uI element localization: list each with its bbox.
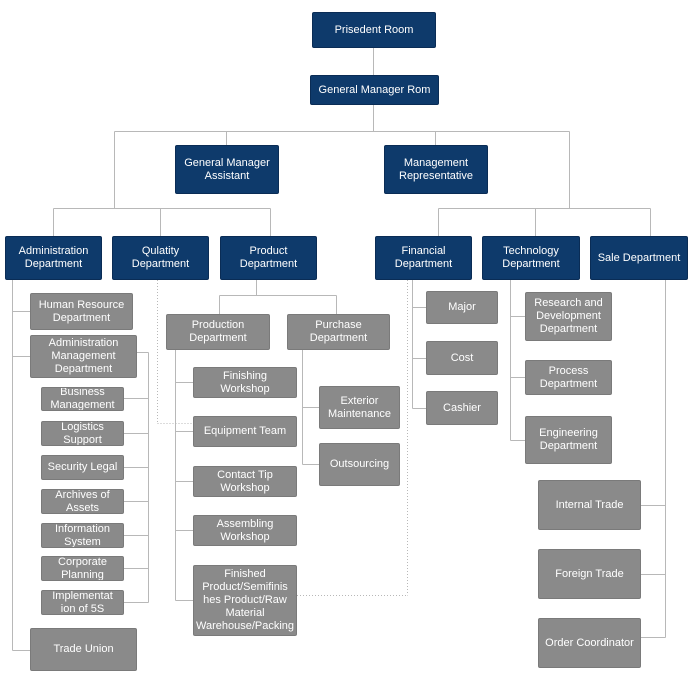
- node-major: Major: [426, 291, 498, 324]
- node-technology-department: Technology Department: [482, 236, 580, 280]
- node-president-room: Prisedent Room: [312, 12, 436, 48]
- node-process-department: Process Department: [525, 360, 612, 395]
- node-warehouse-packing: Finished Product/Semifinis hes Product/R…: [193, 565, 297, 636]
- node-trade-union: Trade Union: [30, 628, 137, 671]
- node-quality-department: Qulatity Department: [112, 236, 209, 280]
- node-product-department: Product Department: [220, 236, 317, 280]
- node-engineering-department: Engineering Department: [525, 416, 612, 464]
- node-assembling-workshop: Assembling Workshop: [193, 515, 297, 546]
- node-research-development: Research and Development Department: [525, 292, 612, 341]
- node-corporate-planning: Corporate Planning: [41, 556, 124, 581]
- node-information-system: Information System: [41, 523, 124, 548]
- node-equipment-team: Equipment Team: [193, 416, 297, 447]
- node-exterior-maintenance: Exterior Maintenance: [319, 386, 400, 429]
- node-general-manager: General Manager Rom: [310, 75, 439, 105]
- node-human-resource: Human Resource Department: [30, 293, 133, 330]
- node-purchase-department: Purchase Department: [287, 314, 390, 350]
- node-archives-of-assets: Archives of Assets: [41, 489, 124, 514]
- node-order-coordinator: Order Coordinator: [538, 618, 641, 668]
- node-finishing-workshop: Finishing Workshop: [193, 367, 297, 398]
- node-cost: Cost: [426, 341, 498, 375]
- node-implementation-5s: Implementat ion of 5S: [41, 590, 124, 615]
- node-administration-department: Administration Department: [5, 236, 102, 280]
- node-sale-department: Sale Department: [590, 236, 688, 280]
- node-contact-tip-workshop: Contact Tip Workshop: [193, 466, 297, 497]
- node-management-representative: Management Representative: [384, 145, 488, 194]
- node-logistics-support: Logistics Support: [41, 421, 124, 446]
- node-outsourcing: Outsourcing: [319, 443, 400, 486]
- node-cashier: Cashier: [426, 391, 498, 425]
- node-financial-department: Financial Department: [375, 236, 472, 280]
- node-foreign-trade: Foreign Trade: [538, 549, 641, 599]
- node-administration-management: Administration Management Department: [30, 335, 137, 378]
- node-business-management: Business Management: [41, 387, 124, 411]
- node-internal-trade: Internal Trade: [538, 480, 641, 530]
- node-gm-assistant: General Manager Assistant: [175, 145, 279, 194]
- node-production-department: Production Department: [166, 314, 270, 350]
- node-security-legal: Security Legal: [41, 455, 124, 480]
